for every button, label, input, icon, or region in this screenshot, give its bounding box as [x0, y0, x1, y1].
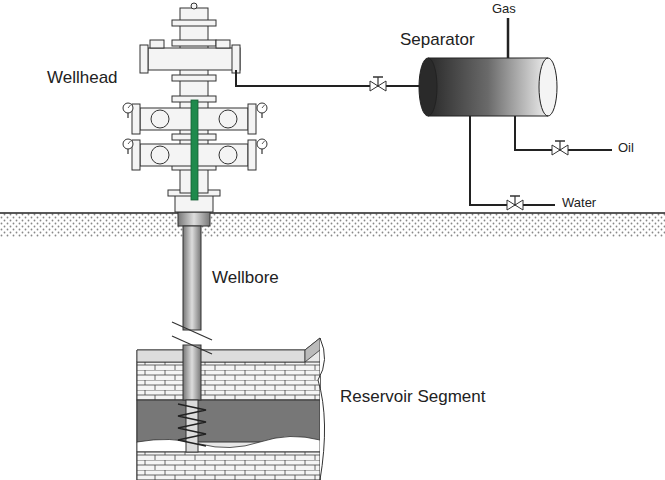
part-label: Gas [492, 2, 516, 17]
part-label: Separator [400, 30, 475, 50]
reservoir-block [137, 338, 325, 480]
part-label: Reservoir Segment [340, 387, 486, 407]
part-label: Water [562, 196, 596, 211]
part-label: Wellbore [212, 268, 279, 288]
wellbore-pipe [172, 212, 212, 452]
separator-vessel [419, 58, 557, 116]
production-tubing [191, 100, 198, 200]
part-label: Oil [618, 141, 634, 156]
wellhead-tree [132, 3, 256, 212]
part-label: Wellhead [47, 68, 118, 88]
